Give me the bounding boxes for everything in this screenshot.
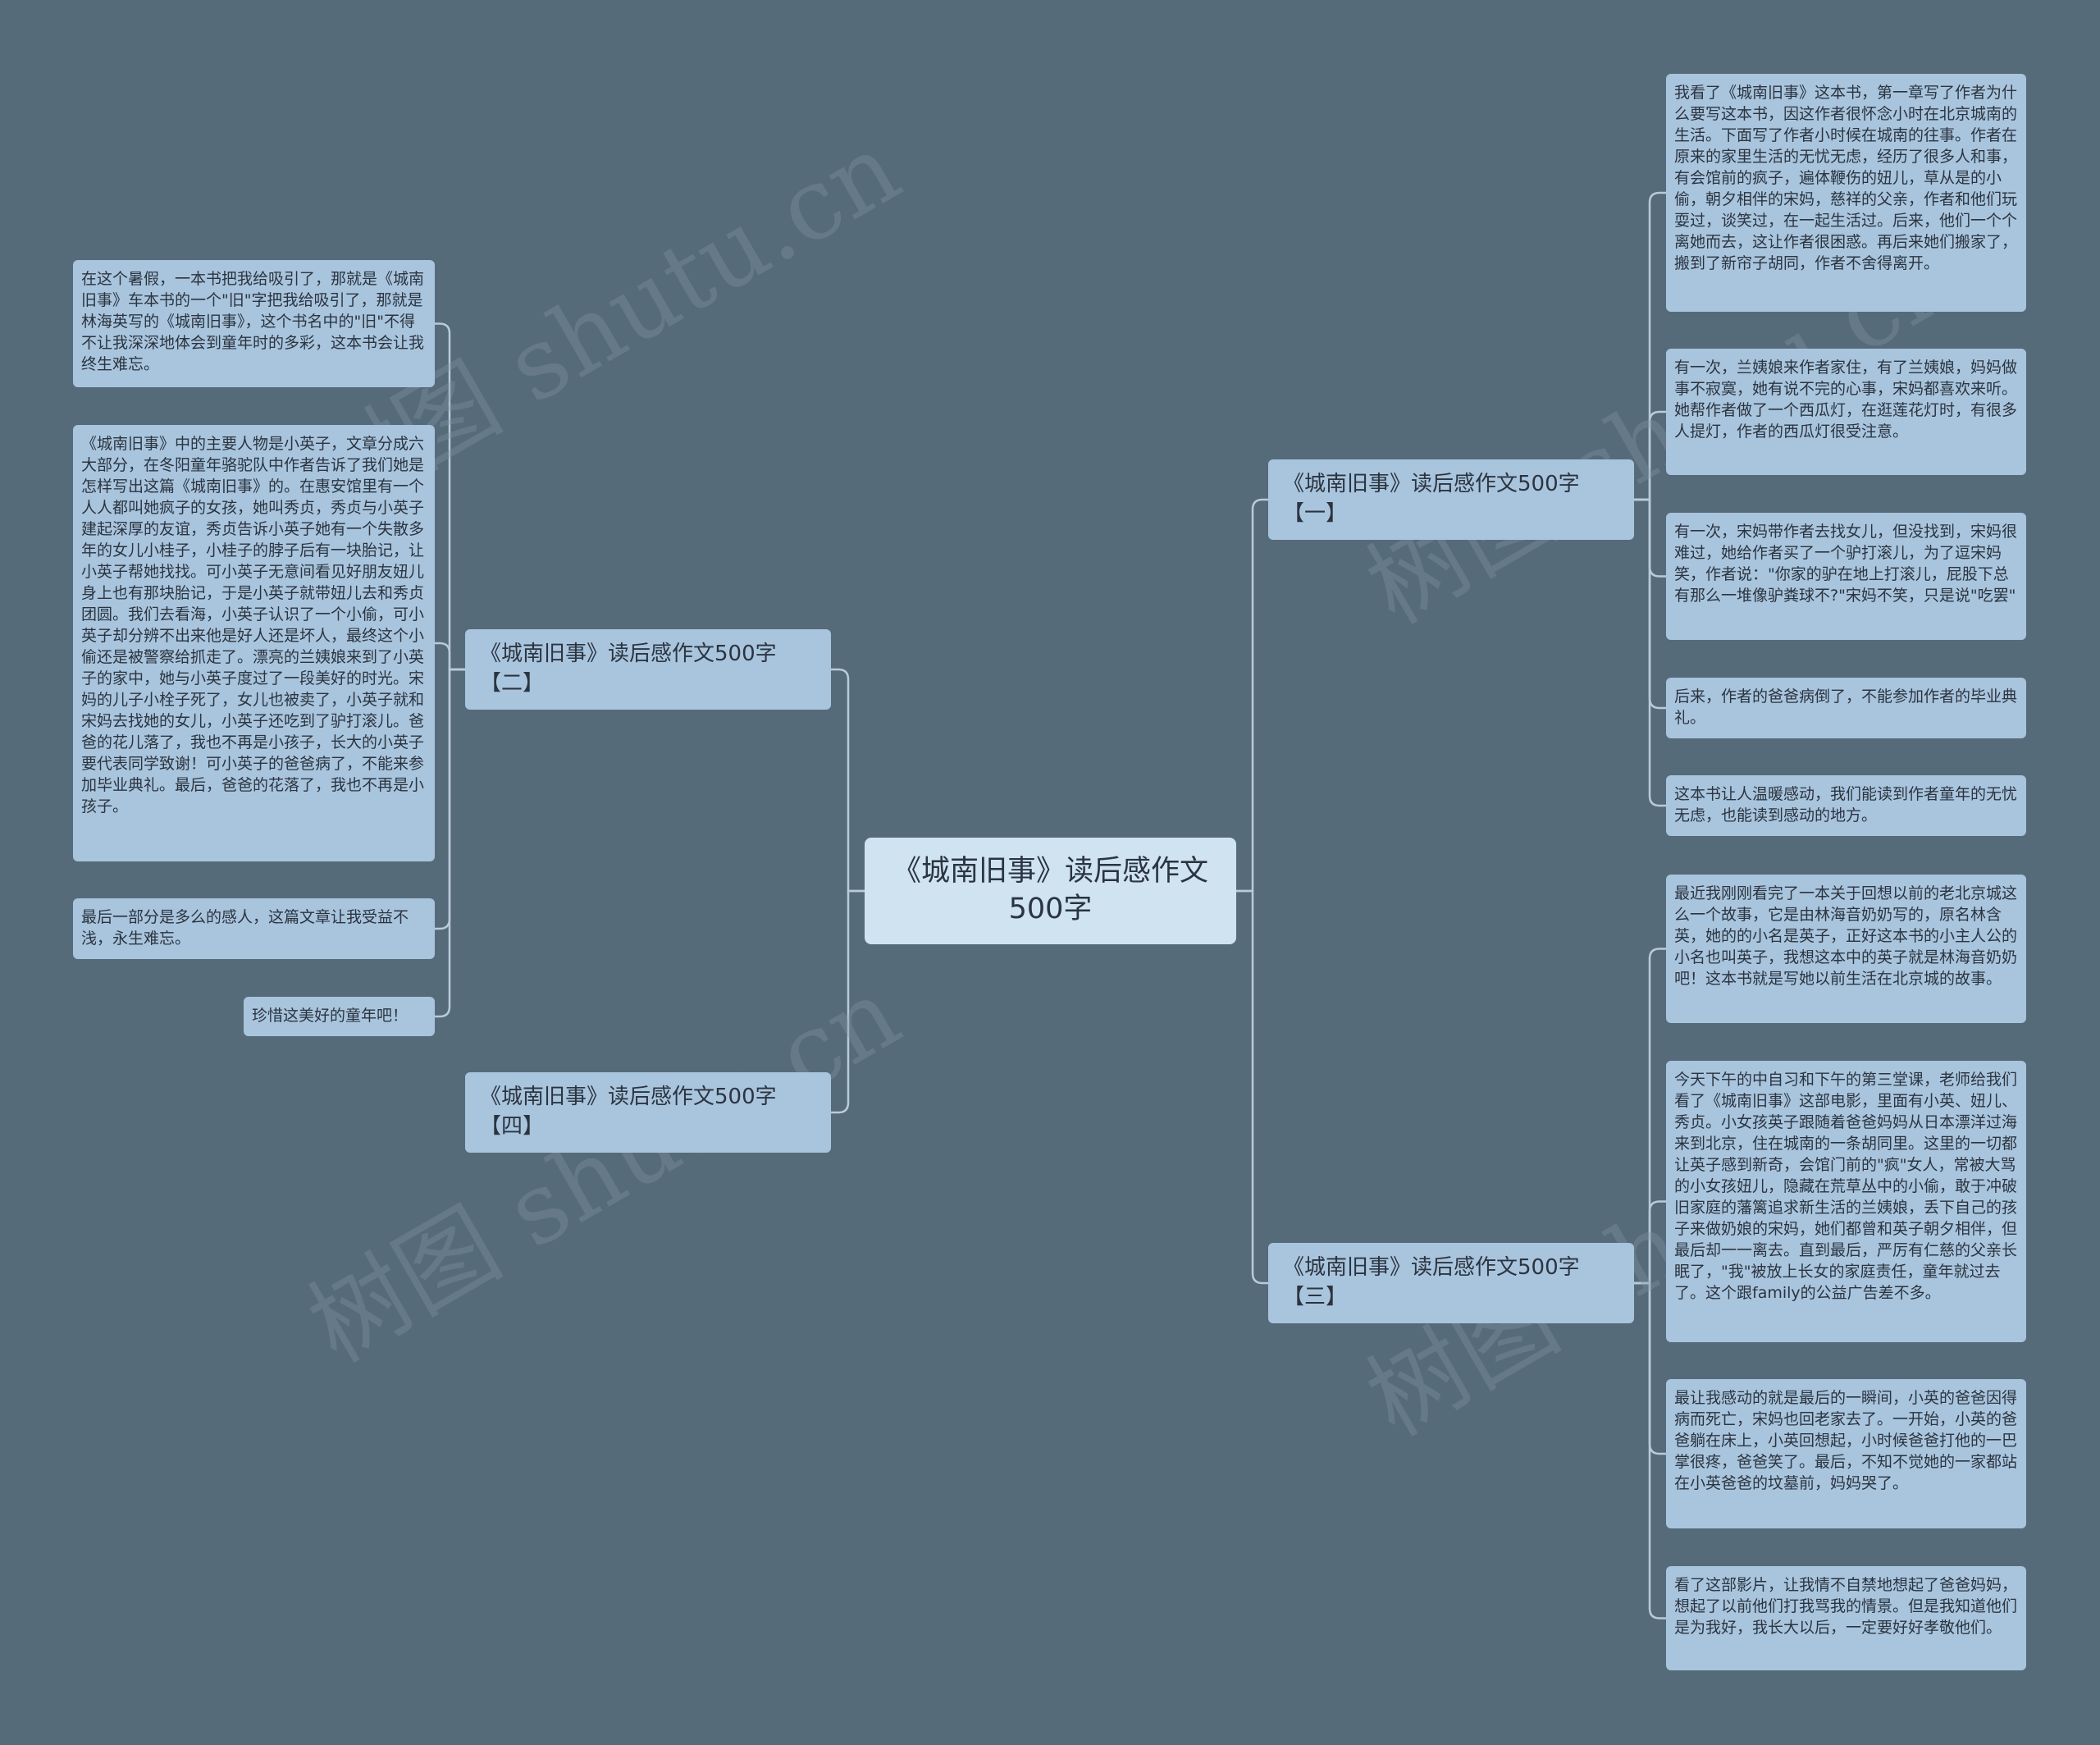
connector-line bbox=[831, 668, 865, 893]
connector-line bbox=[1236, 498, 1268, 893]
leaf-topic[interactable]: 最让我感动的就是最后的一瞬间，小英的爸爸因得病而死亡，宋妈也回老家去了。一开始，… bbox=[1666, 1379, 2026, 1528]
leaf-topic[interactable]: 在这个暑假，一本书把我给吸引了，那就是《城南旧事》车本书的一个"旧"字把我给吸引… bbox=[73, 260, 435, 387]
connector-line bbox=[1634, 948, 1666, 1285]
leaf-topic[interactable]: 最后一部分是多么的感人，这篇文章让我受益不浅，永生难忘。 bbox=[73, 898, 435, 959]
connector-line bbox=[435, 322, 465, 671]
leaf-topic[interactable]: 最近我刚刚看完了一本关于回想以前的老北京城这么一个故事，它是由林海音奶奶写的，原… bbox=[1666, 875, 2026, 1023]
connector-line bbox=[435, 642, 465, 671]
connector-line bbox=[435, 668, 465, 1018]
connector-line bbox=[1236, 889, 1268, 1285]
connector-line bbox=[1634, 410, 1666, 501]
leaf-topic[interactable]: 今天下午的中自习和下午的第三堂课，老师给我们看了《城南旧事》这部电影，里面有小英… bbox=[1666, 1061, 2026, 1342]
branch-topic-3[interactable]: 《城南旧事》读后感作文500字【三】 bbox=[1268, 1243, 1634, 1323]
leaf-topic[interactable]: 有一次，宋妈带作者去找女儿，但没找到，宋妈很难过，她给作者买了一个驴打滚儿，为了… bbox=[1666, 513, 2026, 640]
leaf-topic[interactable]: 后来，作者的爸爸病倒了，不能参加作者的毕业典礼。 bbox=[1666, 678, 2026, 738]
connector-line bbox=[1634, 1200, 1666, 1285]
root-topic[interactable]: 《城南旧事》读后感作文500字 bbox=[865, 838, 1236, 944]
leaf-topic[interactable]: 有一次，兰姨娘来作者家住，有了兰姨娘，妈妈做事不寂寞，她有说不完的心事，宋妈都喜… bbox=[1666, 349, 2026, 475]
branch-topic-4[interactable]: 《城南旧事》读后感作文500字【四】 bbox=[465, 1072, 831, 1153]
connector-line bbox=[831, 889, 865, 1114]
leaf-topic[interactable]: 这本书让人温暖感动，我们能读到作者童年的无忧无虑，也能读到感动的地方。 bbox=[1666, 775, 2026, 836]
connector-line bbox=[1634, 498, 1666, 807]
branch-topic-1[interactable]: 《城南旧事》读后感作文500字【一】 bbox=[1268, 459, 1634, 540]
branch-topic-2[interactable]: 《城南旧事》读后感作文500字【二】 bbox=[465, 629, 831, 710]
leaf-topic[interactable]: 我看了《城南旧事》这本书，第一章写了作者为什么要写这本书，因这作者很怀念小时在北… bbox=[1666, 74, 2026, 312]
leaf-topic[interactable]: 《城南旧事》中的主要人物是小英子，文章分成六大部分，在冬阳童年骆驼队中作者告诉了… bbox=[73, 425, 435, 861]
leaf-topic[interactable]: 看了这部影片，让我情不自禁地想起了爸爸妈妈，想起了以前他们打我骂我的情景。但是我… bbox=[1666, 1566, 2026, 1670]
connector-line bbox=[1634, 1281, 1666, 1619]
leaf-topic[interactable]: 珍惜这美好的童年吧！ bbox=[244, 997, 435, 1036]
connector-line bbox=[1634, 191, 1666, 501]
